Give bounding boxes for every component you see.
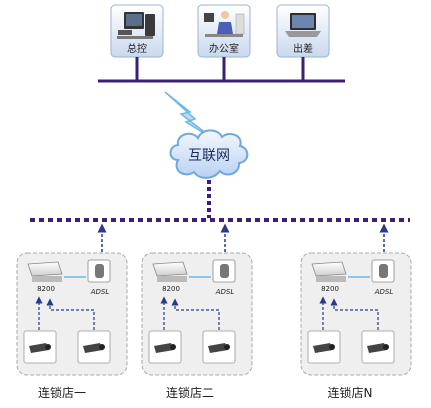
store-name: 连锁店N xyxy=(328,385,373,400)
adsl-modem: ADSL xyxy=(371,259,395,296)
device-label: 8200 xyxy=(162,285,180,293)
camera-icon xyxy=(361,330,395,364)
modem-label: ADSL xyxy=(374,288,394,296)
top-node-label: 办公室 xyxy=(209,42,239,55)
camera-icon xyxy=(77,330,111,364)
store-panel: 8200 ADSL xyxy=(300,252,412,376)
adsl-modem: ADSL xyxy=(212,259,236,296)
adsl-modem: ADSL xyxy=(87,259,111,296)
desktop-computer-icon xyxy=(117,12,155,39)
camera-link xyxy=(330,298,379,330)
device-label: 8200 xyxy=(321,285,339,293)
camera-icon xyxy=(23,330,57,364)
office-worker-icon xyxy=(204,11,245,37)
modem-label: ADSL xyxy=(90,288,110,296)
camera-icon xyxy=(202,330,236,364)
camera-icon xyxy=(307,330,341,364)
camera-icon xyxy=(148,330,182,364)
video-server-device: 8200 xyxy=(311,261,347,293)
store-panel: 8200 ADSL xyxy=(141,252,253,376)
device-label: 8200 xyxy=(37,285,55,293)
top-node-control: 总控 xyxy=(110,4,164,58)
camera-link xyxy=(46,298,95,330)
camera-link xyxy=(171,298,220,330)
store-panel: 8200 ADSL xyxy=(16,252,128,376)
laptop-icon xyxy=(285,13,321,37)
store-name: 连锁店一 xyxy=(38,385,86,400)
store-name: 连锁店二 xyxy=(166,385,214,400)
video-server-device: 8200 xyxy=(27,261,63,293)
top-node-label: 出差 xyxy=(293,42,313,55)
top-node-travel: 出差 xyxy=(276,4,330,58)
video-server-device: 8200 xyxy=(152,261,188,293)
modem-label: ADSL xyxy=(215,288,235,296)
cloud-label: 互联网 xyxy=(188,148,230,164)
top-node-label: 总控 xyxy=(127,42,147,55)
top-node-office: 办公室 xyxy=(197,4,251,58)
internet-cloud: 互联网 xyxy=(169,129,249,179)
